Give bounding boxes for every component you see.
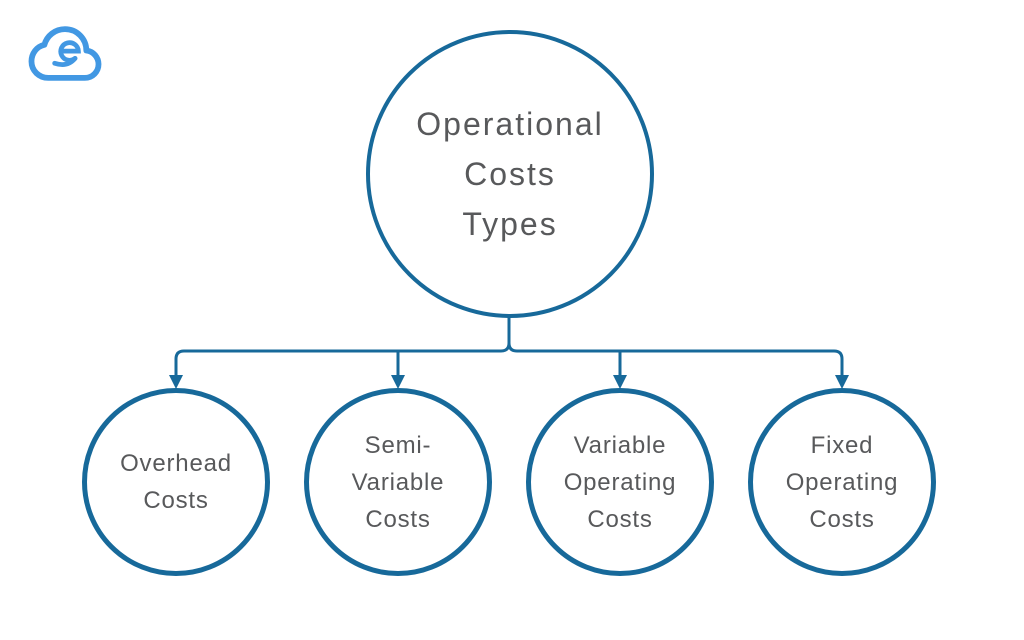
arrowhead-fixed: [835, 375, 849, 389]
node-fixed-operating-costs: Fixed Operating Costs: [748, 388, 936, 576]
node-operational-costs-types: Operational Costs Types: [366, 30, 654, 318]
label-line: Variable: [351, 468, 445, 496]
label-line: Semi-: [364, 431, 432, 459]
label-line: Costs: [464, 156, 556, 192]
label-line: Types: [462, 206, 558, 242]
cloud-e-logo-icon: [28, 26, 102, 81]
label-line: Overhead: [120, 450, 232, 477]
label-line: Fixed: [810, 431, 874, 459]
node-label: Operational Costs Types: [416, 99, 603, 249]
label-line: Operating: [785, 468, 899, 496]
arrowhead-variable: [613, 375, 627, 389]
node-label: Fixed Operating Costs: [786, 427, 899, 538]
label-line: Costs: [365, 505, 431, 533]
label-line: Costs: [587, 505, 653, 533]
node-semi-variable-costs: Semi- Variable Costs: [304, 388, 492, 576]
node-label: Semi- Variable Costs: [352, 427, 445, 538]
arrowhead-overhead: [169, 375, 183, 389]
label-line: Operating: [563, 468, 677, 496]
connector-root-to-fixed: [507, 317, 844, 375]
node-label: Overhead Costs: [120, 445, 232, 519]
node-variable-operating-costs: Variable Operating Costs: [526, 388, 714, 576]
connector-root-to-overhead: [174, 317, 511, 375]
node-overhead-costs: Overhead Costs: [82, 388, 270, 576]
node-label: Variable Operating Costs: [564, 427, 677, 538]
brand-logo: [26, 20, 104, 84]
label-line: Operational: [416, 106, 604, 142]
label-line: Variable: [573, 431, 667, 459]
arrowhead-semi-variable: [391, 375, 405, 389]
label-line: Costs: [809, 505, 875, 533]
label-line: Costs: [143, 487, 209, 514]
